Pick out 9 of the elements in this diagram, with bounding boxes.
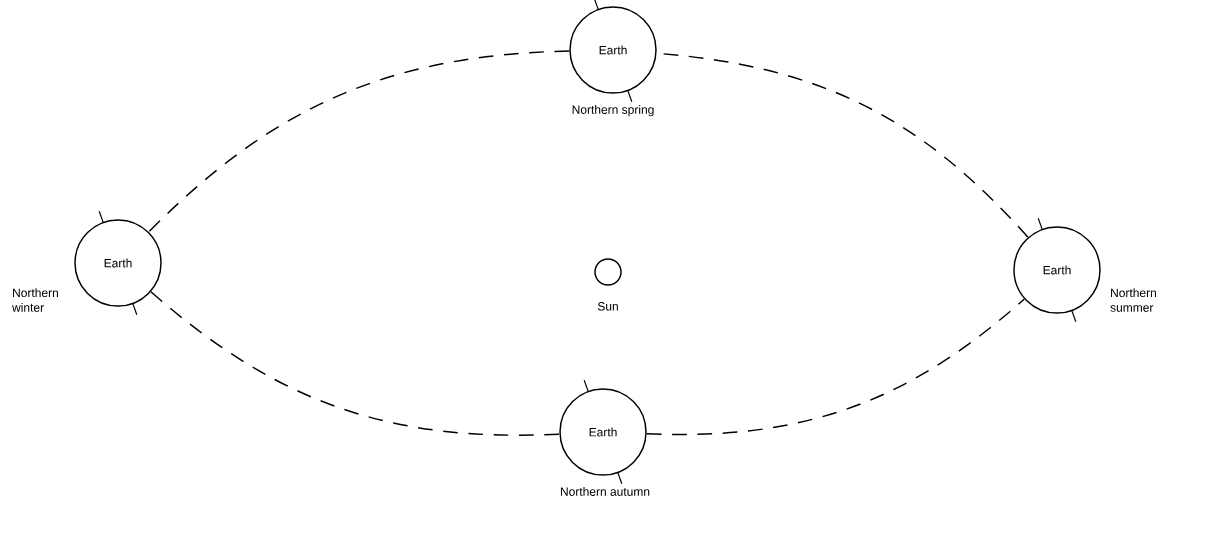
caption-text: Northern autumn bbox=[560, 487, 650, 496]
orbit-path bbox=[148, 50, 571, 233]
sun-circle bbox=[594, 258, 622, 286]
orbit-path bbox=[645, 298, 1026, 436]
orbit-path bbox=[150, 291, 561, 436]
caption-text: Northern winter bbox=[12, 288, 58, 312]
caption-text: Sun bbox=[597, 302, 618, 311]
caption-text: Northern spring bbox=[572, 105, 654, 117]
caption-text: Northern summer bbox=[1110, 288, 1156, 312]
